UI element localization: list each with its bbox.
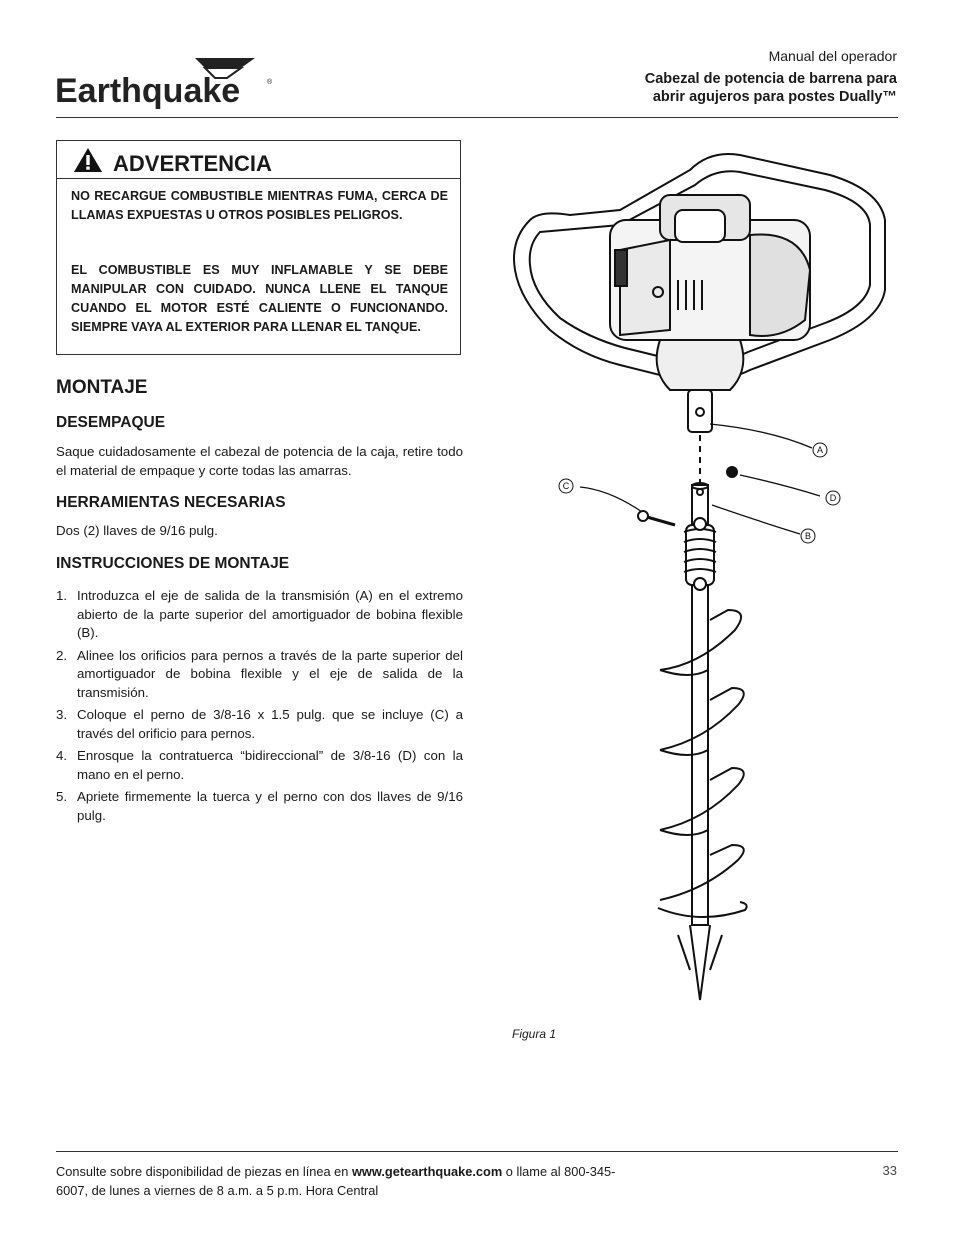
step-text: Apriete firmemente la tuerca y el perno … xyxy=(77,789,463,823)
warning-title-row: ADVERTENCIA xyxy=(57,141,460,179)
nut-d xyxy=(726,466,738,478)
warning-title: ADVERTENCIA xyxy=(113,151,272,176)
earthquake-logo: Earthquake ® xyxy=(55,58,273,110)
document-title-line1: Cabezal de potencia de barrena para xyxy=(644,71,897,87)
page-number: 33 xyxy=(882,1163,897,1178)
instructions-heading: INSTRUCCIONES DE MONTAJE xyxy=(56,555,290,572)
list-item: 4. Enrosque la contratuerca “bidirecciona… xyxy=(56,747,463,784)
footer-url-link[interactable]: www.getearthquake.com xyxy=(351,1164,503,1179)
tools-heading: HERRAMIENTAS NECESARIAS xyxy=(56,494,286,511)
coil-damper xyxy=(683,517,717,591)
footer-divider xyxy=(56,1151,898,1152)
step-number: 5. xyxy=(56,789,68,804)
step-text: Alinee los orificios para pernos a travé… xyxy=(77,647,463,700)
callout-b: B xyxy=(805,531,811,541)
auger-shaft xyxy=(691,484,709,926)
step-text: Coloque el perno de 3/8-16 x 1.5 pulg. q… xyxy=(77,707,463,741)
step-text: Introduzca el eje de salida de la transm… xyxy=(77,588,463,640)
section-title: MONTAJE xyxy=(56,377,148,398)
step-number: 2. xyxy=(56,647,68,663)
brand-wordmark: Earthquake xyxy=(55,72,240,110)
document-title-line2: abrir agujeros para postes Dually™ xyxy=(652,89,897,105)
warning-paragraph-1: NO RECARGUE COMBUSTIBLE MIENTRAS FUMA, C… xyxy=(71,189,448,222)
auger-tip xyxy=(677,924,723,1001)
step-number: 1. xyxy=(56,588,68,603)
header-divider xyxy=(56,117,898,118)
warning-box: ADVERTENCIA NO RECARGUE COMBUSTIBLE MIEN… xyxy=(56,140,461,355)
output-shaft xyxy=(687,389,713,433)
auger-flighting xyxy=(657,608,748,918)
figure-caption: Figura 1 xyxy=(512,1027,557,1041)
warning-triangle-icon xyxy=(74,148,102,172)
footer-text-after: o llame al 800-345-6007, de lunes a vier… xyxy=(56,1164,616,1198)
unpack-heading: DESEMPAQUE xyxy=(56,414,166,431)
warning-paragraph-2: EL COMBUSTIBLE ES MUY INFLAMABLE Y SE DE… xyxy=(71,263,448,334)
document-title: Cabezal de potencia de barrena para abri… xyxy=(537,70,897,106)
tools-text: Dos (2) llaves de 9/16 pulg. xyxy=(56,523,218,538)
list-item: 5. Apriete firmemente la tuerca y el pern… xyxy=(56,788,463,825)
step-text: Enrosque la contratuerca “bidireccional”… xyxy=(77,748,463,782)
callout-d: D xyxy=(830,493,837,503)
step-number: 4. xyxy=(56,748,68,763)
handle-frame xyxy=(513,153,886,383)
assembly-steps-list: 1. Introduzca el eje de salida de la tran… xyxy=(56,587,463,829)
list-item: 1. Introduzca el eje de salida de la tran… xyxy=(56,587,463,643)
step-number: 3. xyxy=(56,707,68,722)
svg-text:®: ® xyxy=(267,78,273,86)
footer-text: Consulte sobre disponibilidad de piezas … xyxy=(56,1163,616,1200)
list-item: 3. Coloque el perno de 3/8-16 x 1.5 pulg.… xyxy=(56,706,463,743)
callout-a: A xyxy=(817,445,823,455)
footer-text-before: Consulte sobre disponibilidad de piezas … xyxy=(56,1164,352,1179)
list-item: 2. Alinee los orificios para pernos a tra… xyxy=(56,647,463,703)
auger-assembly-figure: A C D B xyxy=(513,153,886,1001)
unpack-text: Saque cuidadosamente el cabezal de poten… xyxy=(56,444,463,478)
callout-c: C xyxy=(563,481,570,491)
manual-label: Manual del operador xyxy=(768,48,897,64)
